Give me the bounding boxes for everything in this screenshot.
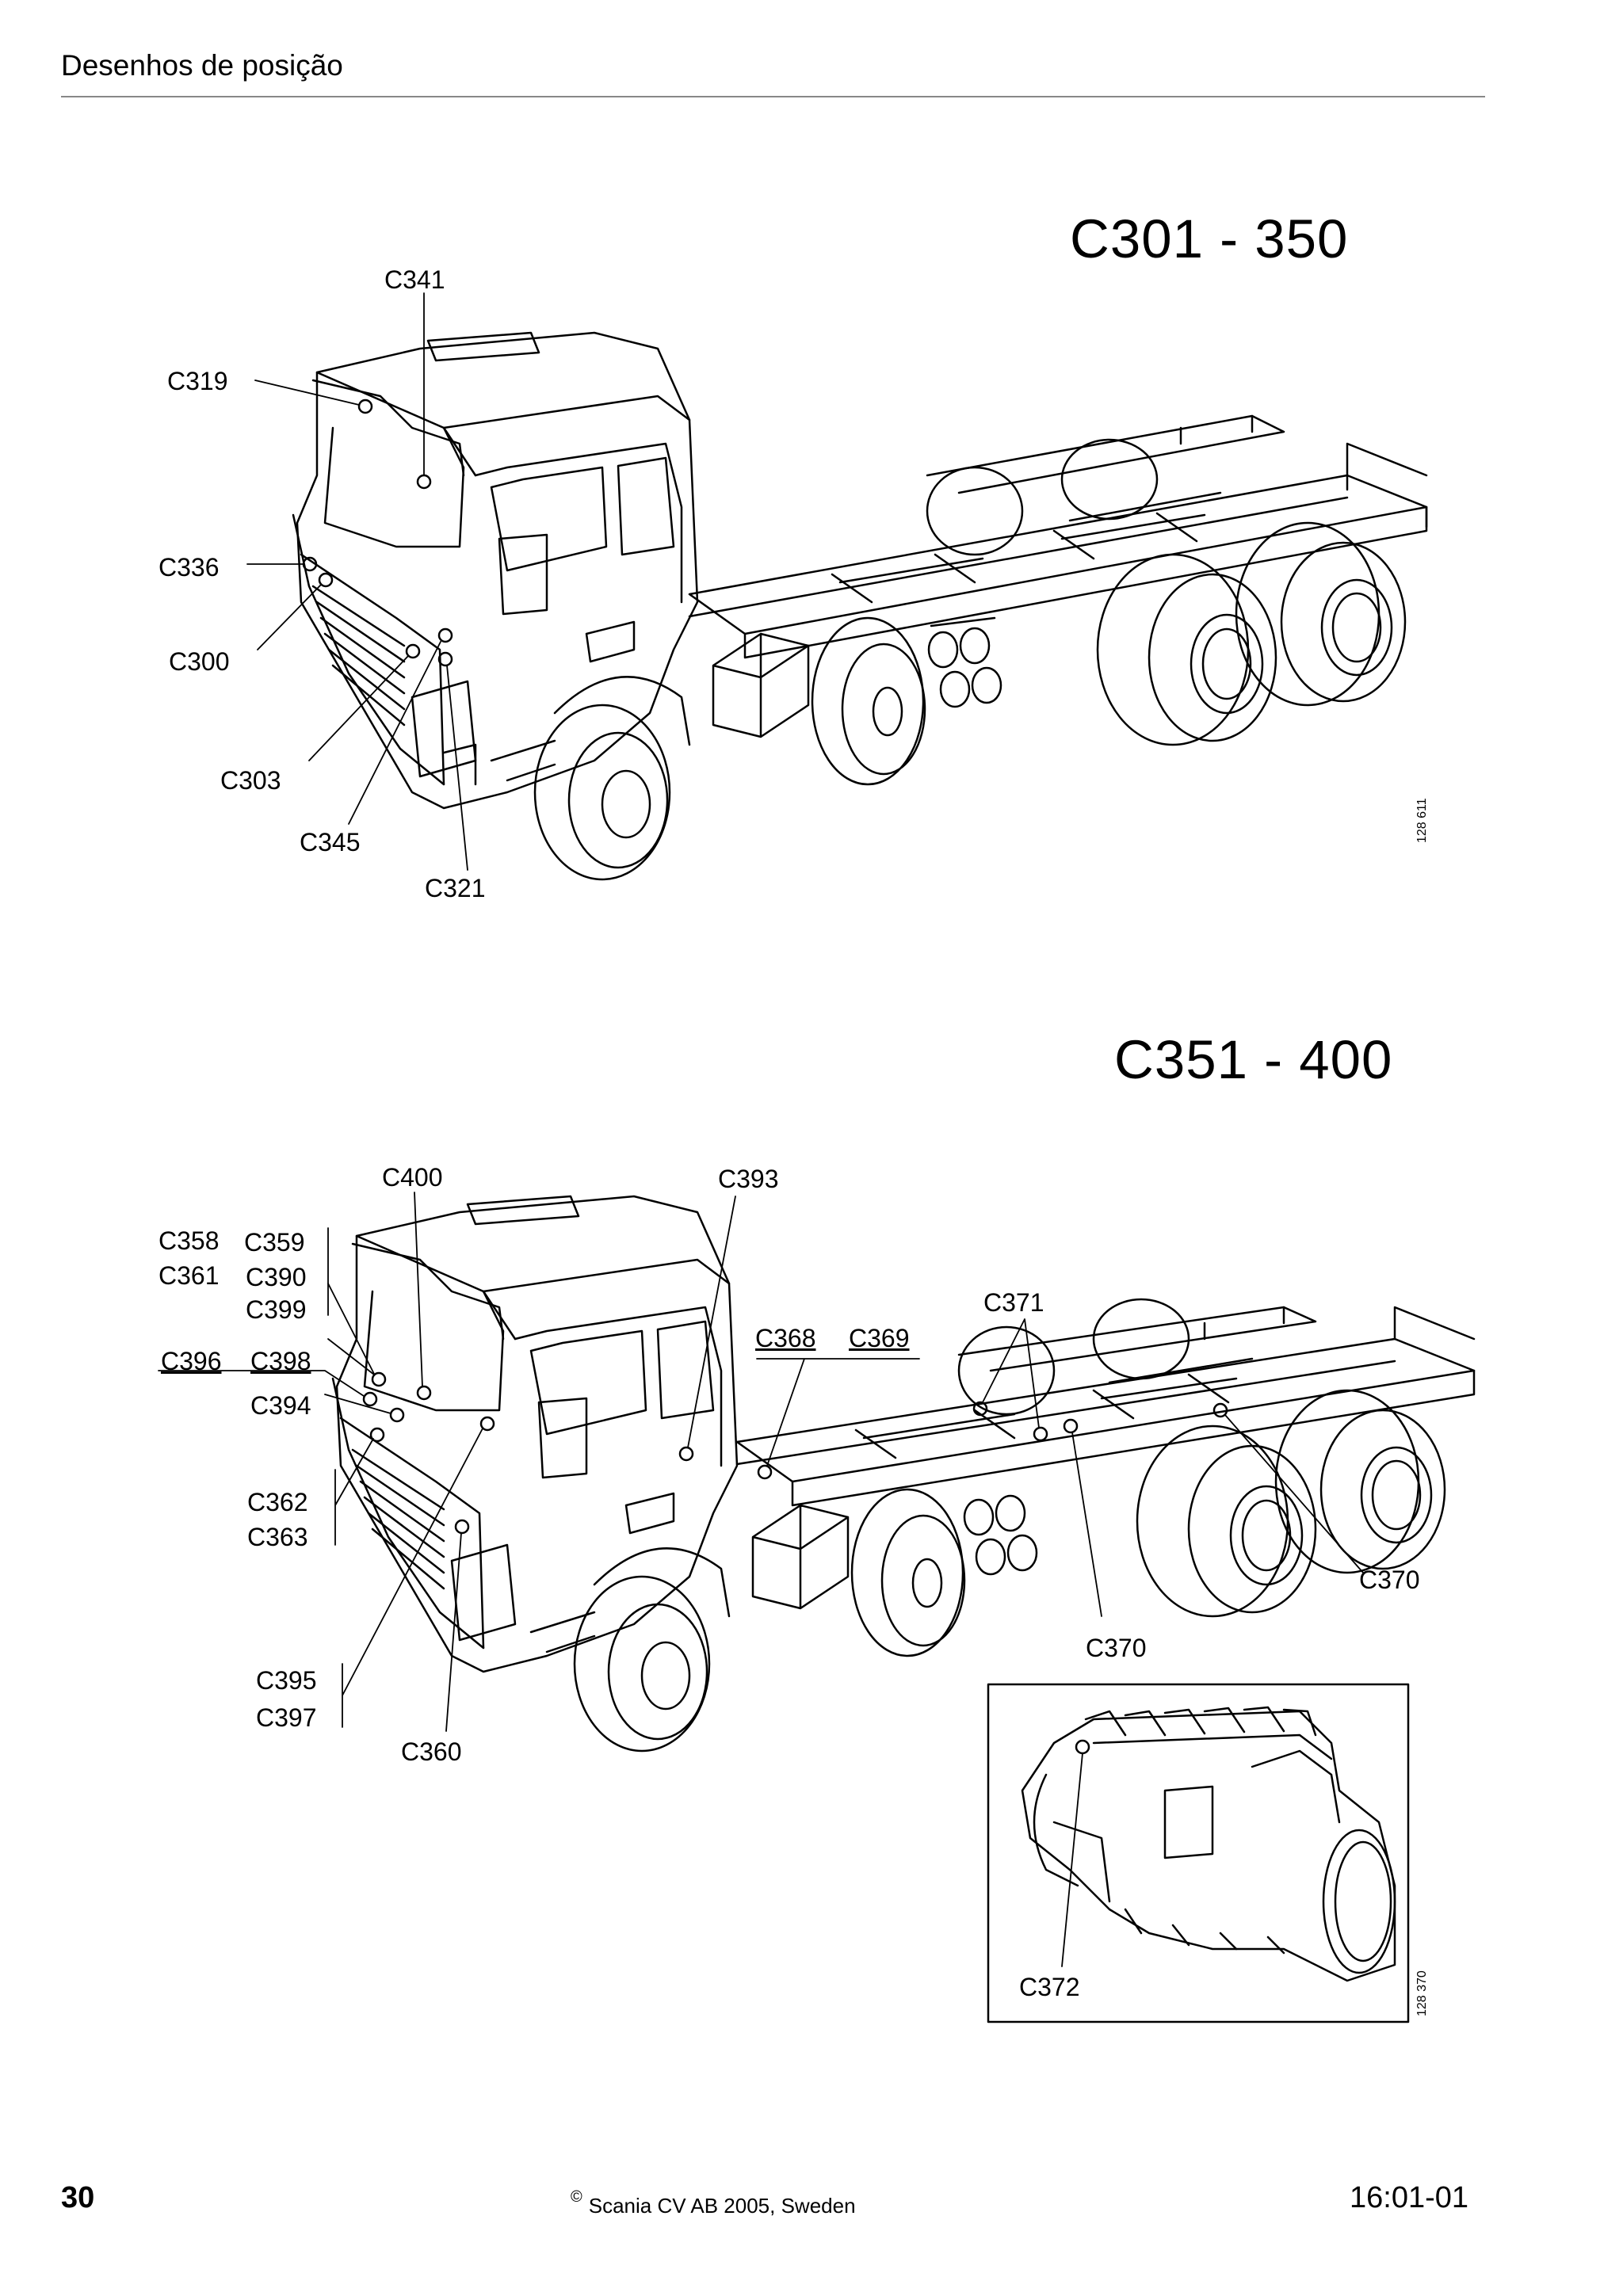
- label-c370-right: C370: [1359, 1566, 1420, 1594]
- copyright-text: Scania CV AB 2005, Sweden: [588, 2194, 856, 2218]
- label-c362: C362: [247, 1488, 308, 1516]
- label-c400: C400: [382, 1163, 443, 1192]
- section-2-title: C351 - 400: [1114, 1029, 1393, 1090]
- label-c393: C393: [718, 1165, 779, 1193]
- label-c369: C369: [849, 1324, 910, 1352]
- document-reference: 16:01-01: [1350, 2181, 1469, 2214]
- label-c363: C363: [247, 1523, 308, 1551]
- section-1-figure-code: 128 611: [1415, 798, 1429, 843]
- label-c303: C303: [220, 766, 281, 795]
- page-number: 30: [61, 2181, 95, 2214]
- label-c399: C399: [246, 1295, 307, 1324]
- label-c368: C368: [755, 1324, 816, 1352]
- label-c372: C372: [1019, 1973, 1080, 2001]
- header-divider: [61, 96, 1485, 97]
- label-c395: C395: [256, 1666, 317, 1695]
- label-c370-lower: C370: [1086, 1634, 1147, 1662]
- label-c394: C394: [250, 1391, 311, 1420]
- label-c345: C345: [300, 828, 361, 856]
- truck-drawing-2: [331, 1195, 1476, 1753]
- label-c360: C360: [401, 1737, 462, 1766]
- label-c390: C390: [246, 1263, 307, 1291]
- engine-drawing: [1021, 1706, 1396, 1982]
- label-c361: C361: [158, 1261, 220, 1290]
- label-c397: C397: [256, 1703, 317, 1732]
- label-c359: C359: [244, 1228, 305, 1257]
- copyright-notice: © Scania CV AB 2005, Sweden: [571, 2188, 856, 2218]
- label-c358: C358: [158, 1226, 220, 1255]
- label-c300: C300: [169, 647, 230, 676]
- label-c371: C371: [983, 1288, 1044, 1317]
- copyright-symbol: ©: [571, 2188, 582, 2206]
- label-c321: C321: [425, 874, 486, 902]
- label-c341: C341: [384, 265, 445, 294]
- page-header-title: Desenhos de posição: [61, 49, 343, 82]
- label-c396: C396: [161, 1347, 222, 1375]
- section-2-figure-code: 128 370: [1415, 1970, 1429, 2016]
- label-c398: C398: [250, 1347, 311, 1375]
- label-c336: C336: [158, 553, 220, 582]
- truck-drawing-1: [292, 331, 1428, 881]
- label-c319: C319: [167, 367, 228, 395]
- section-1-title: C301 - 350: [1070, 208, 1349, 269]
